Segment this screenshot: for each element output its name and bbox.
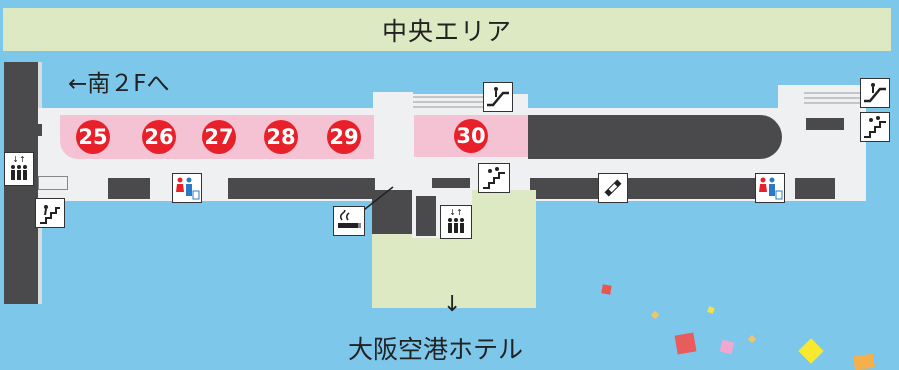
escalator-icon[interactable]: [483, 82, 513, 112]
hotel-passage-wall: [372, 190, 412, 234]
hotel-passage-side: [416, 196, 436, 236]
smoking-area-icon[interactable]: [333, 206, 365, 236]
confetti-1: [601, 284, 612, 295]
area-banner-label: 中央エリア: [381, 16, 512, 46]
smoking-pointer-line: [359, 186, 394, 214]
stairs-icon[interactable]: [35, 198, 65, 228]
shop-number-badge: 26: [142, 120, 176, 154]
elevator-icon[interactable]: ↓↑: [4, 152, 34, 186]
aed-icon[interactable]: [598, 173, 628, 203]
confetti-2: [650, 310, 660, 320]
shop-29[interactable]: 29: [314, 115, 374, 159]
hotel-arrow: ↓: [443, 292, 462, 317]
shop-number-badge: 28: [264, 120, 298, 154]
shop-28[interactable]: 28: [248, 115, 315, 159]
shop-number-badge: 29: [327, 120, 361, 154]
lower-wall-2: [228, 178, 375, 199]
shop-25[interactable]: 25: [60, 115, 128, 159]
shop-number-badge: 25: [76, 120, 110, 154]
area-banner: 中央エリア: [3, 8, 891, 51]
elevator-icon[interactable]: ↓↑: [440, 205, 472, 239]
escalator-icon[interactable]: [860, 78, 890, 108]
east-wall-block: [528, 115, 782, 159]
lower-wall-3: [530, 178, 603, 199]
shop-number-badge: 27: [202, 120, 236, 154]
confetti-3: [707, 306, 715, 314]
left-fixture-mid: [38, 176, 68, 190]
restroom-icon[interactable]: [172, 173, 202, 203]
escalator-lines-east: [804, 92, 860, 104]
left-fixture-top: [12, 124, 42, 136]
shop-27[interactable]: 27: [190, 115, 249, 159]
hotel-direction-label[interactable]: 大阪空港ホテル: [348, 335, 524, 364]
confetti-5: [719, 339, 735, 355]
stairs-icon[interactable]: [860, 112, 890, 142]
lower-wall-4: [628, 178, 760, 199]
svg-text:↓↑: ↓↑: [449, 208, 462, 217]
confetti-6: [747, 334, 757, 344]
south-2f-direction[interactable]: ←南２Fへ: [68, 71, 170, 97]
lower-wall-5: [795, 178, 835, 199]
lower-wall-1: [108, 178, 150, 199]
shop-26[interactable]: 26: [127, 115, 191, 159]
restroom-icon[interactable]: [755, 173, 785, 203]
upper-west-block: [373, 92, 413, 110]
svg-text:↓↑: ↓↑: [12, 155, 25, 164]
east-small-fixture: [806, 118, 844, 130]
stairs-icon[interactable]: [478, 163, 510, 193]
confetti-8: [853, 353, 875, 370]
confetti-7: [798, 338, 824, 364]
shop-number-badge: 30: [454, 119, 488, 153]
confetti-4: [674, 332, 697, 355]
shop-30[interactable]: 30: [414, 115, 528, 157]
lower-wall-6: [432, 178, 470, 188]
